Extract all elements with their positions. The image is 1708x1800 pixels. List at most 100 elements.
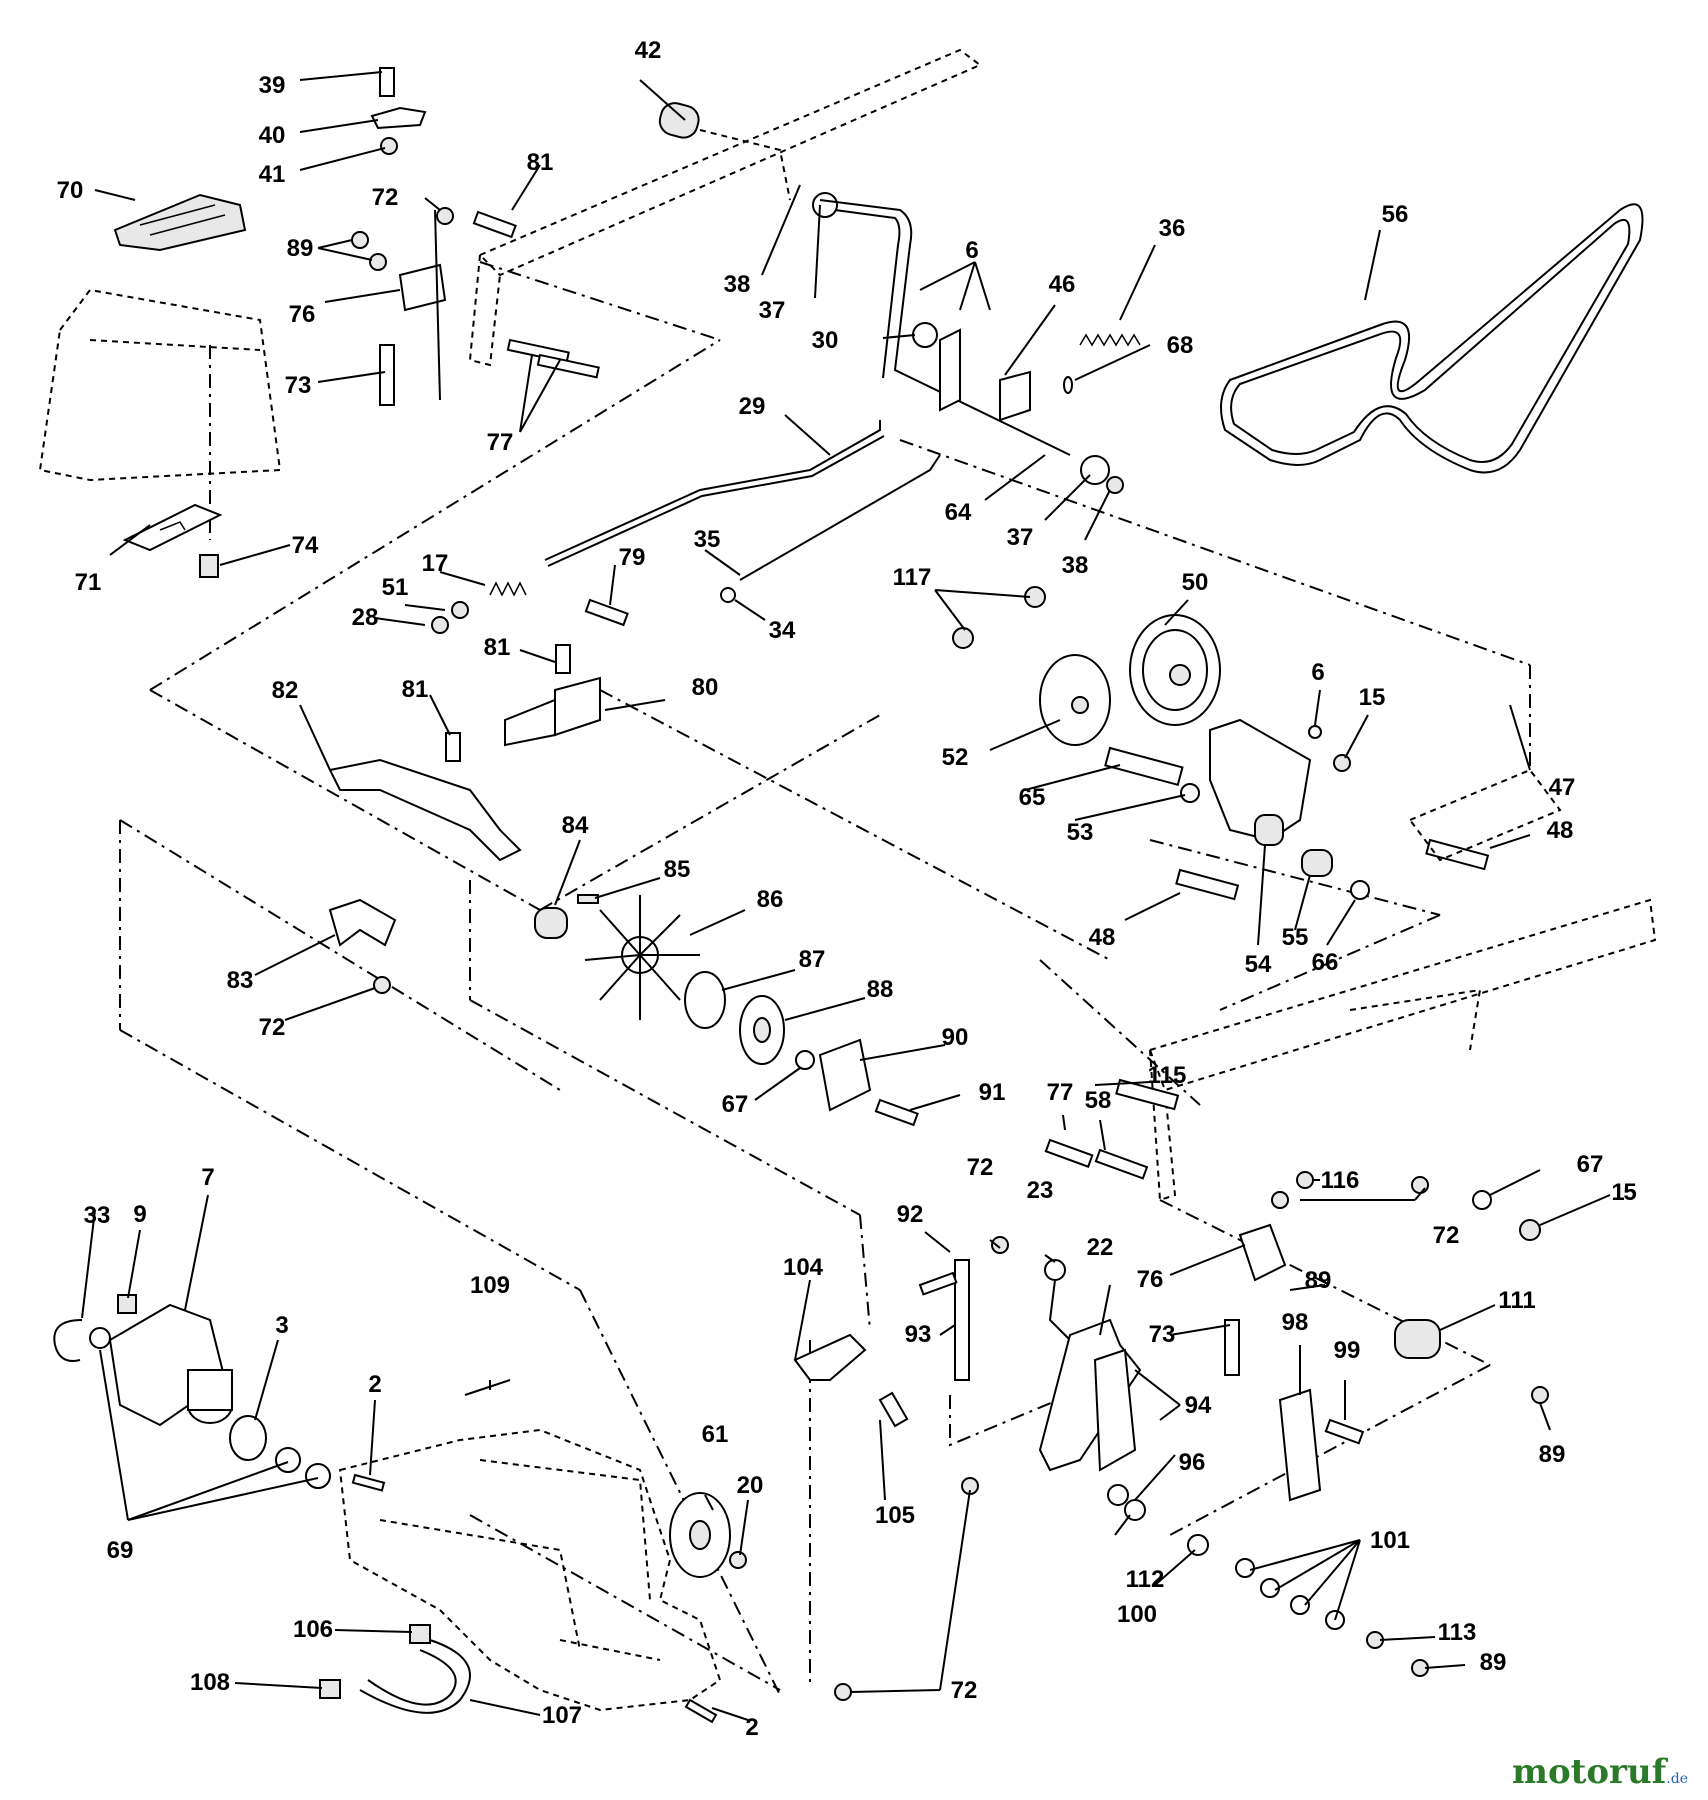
part-label: 81 (527, 149, 554, 176)
part-label: 87 (799, 946, 826, 973)
guard-47 (1408, 768, 1562, 862)
part-label: 117 (893, 564, 932, 591)
part-label: 116 (1321, 1167, 1360, 1194)
part-label: 29 (739, 393, 766, 420)
part-label: 41 (259, 161, 286, 188)
part-label: 72 (967, 1154, 994, 1181)
bolt-91 (874, 1098, 919, 1127)
part-label: 89 (287, 235, 314, 262)
pin-109 (464, 1379, 511, 1396)
part-label: 90 (942, 1024, 969, 1051)
pin-115 (1115, 1078, 1180, 1111)
part-label: 35 (694, 526, 721, 553)
nut-89-right (1531, 1386, 1549, 1404)
part-label: 64 (945, 499, 972, 526)
part-label: 89 (1480, 1649, 1507, 1676)
part-label: 5 (1623, 1179, 1636, 1206)
bushing-111 (1394, 1319, 1441, 1359)
part-label: 15 (1359, 684, 1386, 711)
pulley-52 (1039, 654, 1111, 746)
pulley-61 (669, 1492, 731, 1578)
nuts-117 (952, 586, 1046, 649)
part-label: 72 (1433, 1222, 1460, 1249)
clip-6-15 (1308, 725, 1351, 772)
part-label: 30 (812, 327, 839, 354)
part-label: 65 (1019, 784, 1046, 811)
bolt-81-mid (555, 644, 571, 674)
control-rod-29 (544, 420, 885, 567)
bracket-104 (793, 1333, 909, 1428)
part-label: 88 (867, 976, 894, 1003)
part-label: 73 (285, 372, 312, 399)
part-labels: 1 2 2 3 5 6 6 7 9 15 17 20 22 23 28 29 3… (57, 37, 1637, 1741)
part-label: 67 (722, 1091, 749, 1118)
bracket-76-upper (351, 207, 454, 406)
upper-frame-rail (468, 48, 982, 367)
part-label: 109 (470, 1272, 510, 1299)
part-label: 100 (1117, 1601, 1157, 1628)
cooling-fan-86 (584, 895, 700, 1020)
part-label: 52 (942, 744, 969, 771)
part-label: 76 (289, 301, 316, 328)
part-label: 2 (368, 1371, 381, 1398)
part-label: 101 (1370, 1527, 1410, 1554)
part-label: 89 (1305, 1267, 1332, 1294)
part-label: 99 (1334, 1337, 1361, 1364)
bushing-42 (658, 102, 700, 139)
part-label: 37 (759, 297, 786, 324)
clip-bolt-assembly (370, 67, 427, 155)
part-label: 73 (1149, 1321, 1176, 1348)
part-label: 61 (702, 1421, 729, 1448)
part-label: 53 (1067, 819, 1094, 846)
lower-frame-rail (1148, 898, 1657, 1202)
part-label: 42 (635, 37, 662, 64)
part-label: 37 (1007, 524, 1034, 551)
part-label: 38 (1062, 552, 1089, 579)
pulley-87 (684, 971, 726, 1029)
bolt-99 (1324, 1418, 1365, 1445)
part-label: 113 (1438, 1619, 1477, 1646)
bolts-77-58-lower (1044, 1138, 1149, 1180)
washer-3 (229, 1415, 267, 1461)
part-label: 104 (783, 1254, 824, 1281)
bolt-65 (1104, 746, 1184, 787)
watermark-logo: motoruf.de (1512, 1752, 1688, 1792)
transaxle-housing (338, 1428, 722, 1712)
part-label: 7 (201, 1164, 214, 1191)
part-label: 3 (275, 1312, 288, 1339)
drive-belt-56 (1220, 203, 1644, 474)
part-label: 81 (484, 634, 511, 661)
shift-lever-22 (1038, 1259, 1146, 1521)
part-label: 91 (979, 1079, 1006, 1106)
part-label: 40 (259, 122, 286, 149)
part-label: 47 (1549, 774, 1576, 801)
part-label: 39 (259, 72, 286, 99)
part-label: 85 (664, 856, 691, 883)
bracket-98 (1278, 1388, 1322, 1502)
part-label: 80 (692, 674, 719, 701)
bolts-77-upper (506, 338, 600, 379)
part-label: 74 (292, 532, 319, 559)
part-label: 115 (1148, 1062, 1187, 1089)
part-label: 98 (1282, 1309, 1309, 1336)
part-label: 79 (619, 544, 646, 571)
bracket-80 (504, 676, 601, 747)
bolt-79 (584, 598, 629, 627)
part-label: 23 (1027, 1177, 1054, 1204)
part-label: 34 (769, 617, 796, 644)
part-label: 6 (965, 237, 978, 264)
pin-68 (1063, 376, 1073, 394)
part-label: 108 (190, 1669, 230, 1696)
plate-90 (818, 1038, 872, 1112)
part-label: 83 (227, 967, 254, 994)
hub-7 (108, 1303, 233, 1427)
part-label: 81 (402, 676, 429, 703)
part-label: 22 (1087, 1234, 1114, 1261)
part-label: 66 (1312, 949, 1339, 976)
washer-53 (1180, 783, 1200, 803)
part-label: 55 (1282, 924, 1309, 951)
part-label: 46 (1049, 271, 1076, 298)
part-label: 70 (57, 177, 84, 204)
part-label: 33 (84, 1202, 111, 1229)
bolt-74 (199, 554, 219, 578)
